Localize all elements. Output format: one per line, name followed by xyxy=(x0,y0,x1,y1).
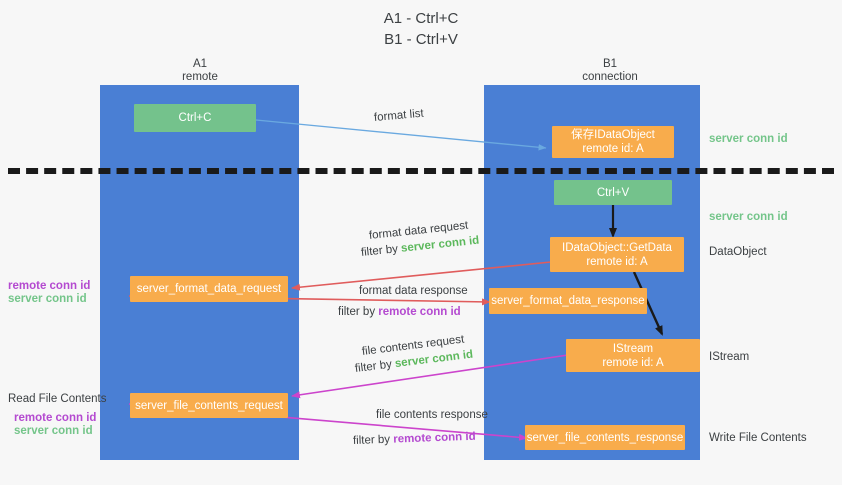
lane-header-a1-subtitle: remote xyxy=(182,71,218,83)
node-istream-line2: remote id: A xyxy=(602,356,664,369)
node-ctrl-c[interactable]: Ctrl+C xyxy=(134,104,256,132)
annotation-left-upper-server-conn-id: server conn id xyxy=(8,293,87,305)
arrow-file-contents-request xyxy=(291,354,569,399)
arrow-getdata-to-istream xyxy=(632,271,664,336)
node-save-idataobject-line2: remote id: A xyxy=(582,143,644,155)
node-ctrl-v-line1: Ctrl+V xyxy=(596,186,630,199)
annotation-write-file-contents: Write File Contents xyxy=(709,432,807,444)
annotation-read-file-contents: Read File Contents xyxy=(8,393,107,405)
lane-header-b1: B1 connection xyxy=(550,58,670,84)
annotation-dataobject: DataObject xyxy=(709,246,767,258)
title-line-2: B1 - Ctrl+V xyxy=(384,31,458,48)
node-server-format-data-response[interactable]: server_format_data_response xyxy=(489,288,647,314)
label-format-data-response-filter: filter by remote conn id xyxy=(338,305,461,319)
node-ctrl-v[interactable]: Ctrl+V xyxy=(554,180,672,205)
lane-header-a1: A1 remote xyxy=(140,58,260,84)
node-save-idataobject[interactable]: 保存IDataObject remote id: A xyxy=(552,126,674,158)
node-server-file-contents-request[interactable]: server_file_contents_request xyxy=(130,393,288,418)
lane-header-b1-subtitle: connection xyxy=(582,71,638,83)
node-istream-line1: IStream xyxy=(612,342,654,355)
node-server-format-data-response-line1: server_format_data_response xyxy=(491,295,645,307)
node-server-format-data-request-line1: server_format_data_request xyxy=(136,283,282,295)
node-save-idataobject-line1: 保存IDataObject xyxy=(571,129,655,141)
lane-header-a1-title: A1 xyxy=(192,58,208,70)
node-server-file-contents-response-line1: server_file_contents_response xyxy=(526,431,684,444)
node-ctrl-c-line1: Ctrl+C xyxy=(178,112,212,124)
annotation-server-conn-id-top: server conn id xyxy=(709,133,788,145)
arrow-format-list xyxy=(255,119,547,151)
node-istream[interactable]: IStream remote id: A xyxy=(566,339,700,372)
lane-header-b1-title: B1 xyxy=(602,58,618,70)
diagram-title: A1 - Ctrl+C B1 - Ctrl+V xyxy=(0,8,842,50)
label-format-data-response: format data response xyxy=(359,285,468,297)
label-file-contents-response-filter-key: remote conn id xyxy=(393,430,476,446)
title-line-1: A1 - Ctrl+C xyxy=(383,10,459,27)
node-idataobject-getdata[interactable]: IDataObject::GetData remote id: A xyxy=(550,237,684,272)
node-idataobject-getdata-line2: remote id: A xyxy=(586,255,648,268)
annotation-left-lower-server-conn-id: server conn id xyxy=(14,425,93,437)
node-server-file-contents-response[interactable]: server_file_contents_response xyxy=(525,425,685,450)
annotation-left-lower-remote-conn-id: remote conn id xyxy=(14,412,97,424)
label-format-data-response-filter-key: remote conn id xyxy=(378,306,461,318)
label-format-data-response-filter-prefix: filter by xyxy=(338,306,379,318)
node-server-file-contents-request-line1: server_file_contents_request xyxy=(135,399,283,412)
annotation-left-upper-remote-conn-id: remote conn id xyxy=(8,280,91,292)
node-idataobject-getdata-line1: IDataObject::GetData xyxy=(562,241,672,254)
label-file-contents-response: file contents response xyxy=(376,409,488,421)
annotation-istream: IStream xyxy=(709,351,750,363)
phase-divider xyxy=(8,168,834,174)
annotation-server-conn-id-second: server conn id xyxy=(709,211,788,223)
arrow-format-data-request xyxy=(291,261,552,291)
label-file-contents-response-filter-prefix: filter by xyxy=(352,433,394,447)
node-server-format-data-request[interactable]: server_format_data_request xyxy=(130,276,288,302)
